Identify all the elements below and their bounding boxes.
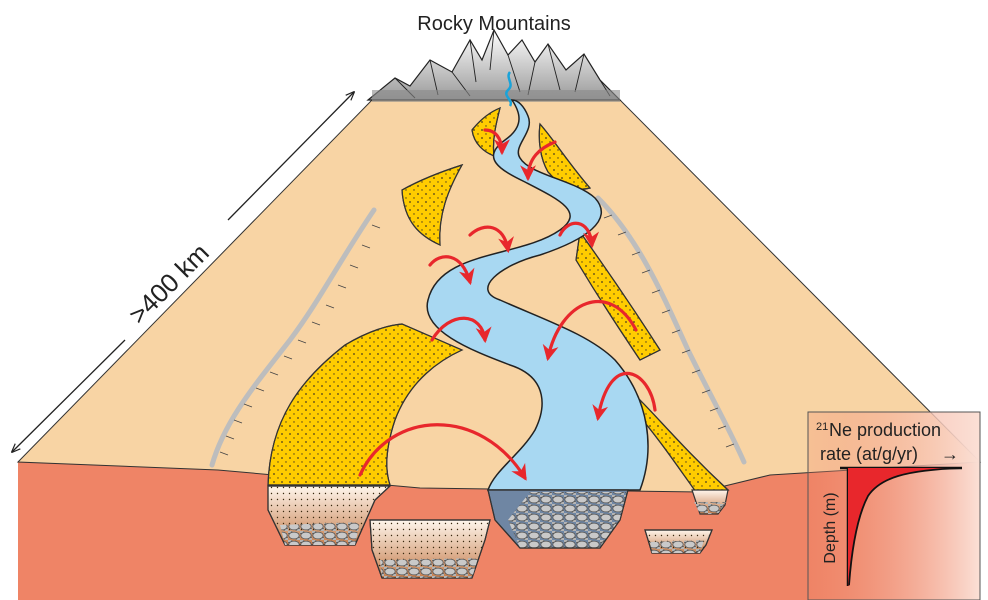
diagram-title: Rocky Mountains [417, 13, 570, 35]
inset-superscript: 21 [816, 421, 828, 433]
inset-arrow-glyph: → [941, 444, 959, 464]
inset-title-line2: rate (at/g/yr) [820, 444, 918, 464]
ne-production-inset: 21 Ne production rate (at/g/yr) → Depth … [808, 412, 980, 600]
inset-y-axis-label: Depth (m) [822, 492, 839, 563]
mountains [368, 30, 620, 100]
svg-text:21: 21 [816, 421, 828, 433]
mountain-base-shadow [372, 90, 620, 102]
inset-title-line1: Ne production [829, 420, 941, 440]
